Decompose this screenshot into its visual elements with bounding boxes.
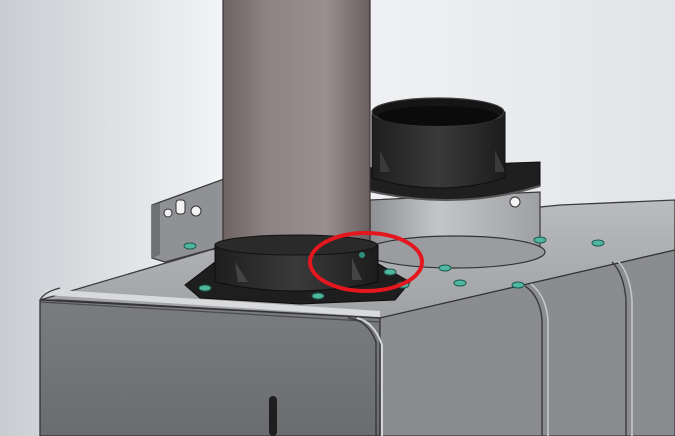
collar-screw	[359, 252, 365, 258]
highlight-circle-annotation	[308, 231, 424, 293]
vent-pipe	[222, 0, 371, 250]
pipe-collar	[184, 234, 411, 305]
rear-intake-collar	[364, 97, 546, 269]
front-slot	[269, 396, 277, 436]
